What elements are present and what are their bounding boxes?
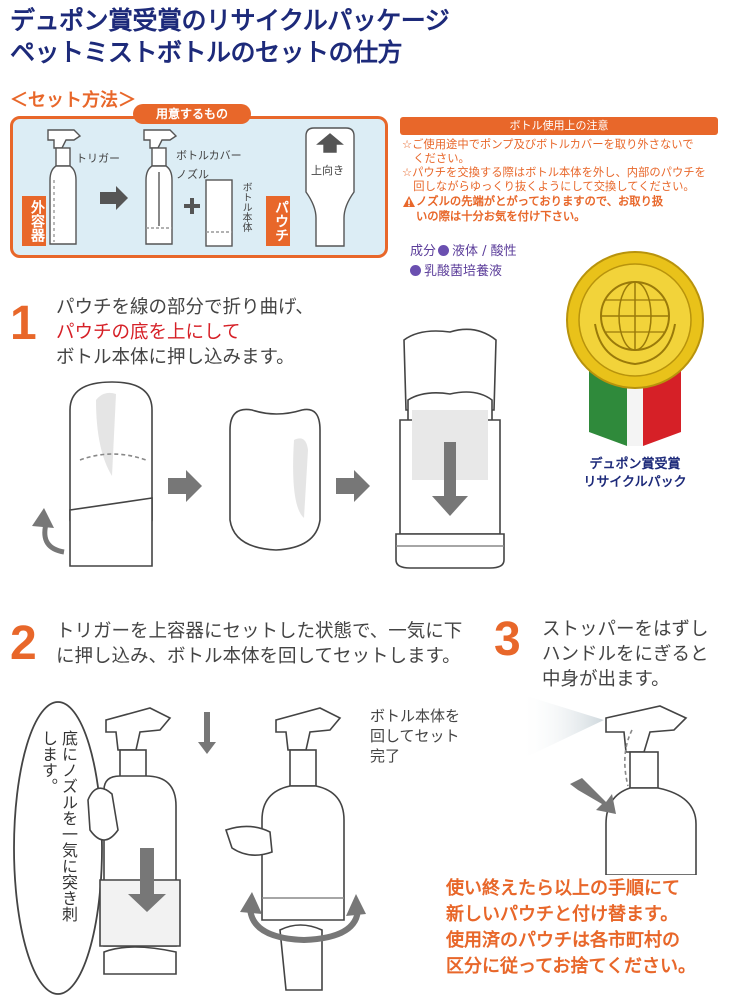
- bubble-text: 底にノズルを一気に突き刺します。: [39, 730, 78, 922]
- bullet-icon: [410, 265, 421, 276]
- rotate-arrow-icon: [240, 892, 366, 944]
- bottle-with-cover-icon: [143, 129, 178, 245]
- bullet-icon: [438, 245, 450, 256]
- step3-illustration: [520, 694, 697, 875]
- step2-line1: トリガーを上容器にセットした状態で、一気に下: [56, 621, 463, 642]
- footer-line2: 新しいパウチと付け替ます。: [446, 904, 679, 925]
- pouch-icon: [305, 127, 355, 247]
- prepare-tag: 用意するもの: [133, 104, 251, 124]
- warning-line: ノズルの先端がとがっておりますので、お取り扱: [416, 195, 664, 208]
- pouch-tag: パウチ: [266, 196, 290, 246]
- arrow-down-icon: [432, 442, 468, 516]
- caution-item: ☆パウチを交換する際はボトル本体を外し、内部のパウチを: [402, 166, 706, 179]
- warning-icon: [403, 196, 415, 207]
- turn-note-line2: 回してセット: [370, 727, 460, 745]
- step1-number: 1: [10, 297, 37, 350]
- outer-container-bottle-icon: [47, 129, 82, 245]
- medal-caption-line2: リサイクルパック: [583, 475, 687, 490]
- step3-line1: ストッパーをはずし: [542, 619, 709, 640]
- medal-icon: [566, 251, 704, 446]
- caution-item: 回しながらゆっくり抜くようにして交換してください。: [402, 180, 695, 193]
- ingredient-line2: 乳酸菌培養液: [410, 260, 502, 279]
- outer-container-tag: 外容器: [22, 196, 46, 246]
- arrow-right-icon: [100, 186, 128, 210]
- step1-line3: ボトル本体に押し込みます。: [56, 347, 295, 368]
- plus-icon: [184, 198, 200, 214]
- page-title-line2: ペットミストボトルのセットの仕方: [10, 38, 403, 67]
- arrow-right-icon: [336, 470, 370, 502]
- trigger-label: トリガー: [76, 152, 120, 165]
- prepare-illustration: [47, 127, 355, 247]
- bottle-turn-icon: [224, 707, 345, 991]
- step1-line1: パウチを線の部分で折り曲げ、: [56, 297, 314, 318]
- bottle-body-icon: [205, 179, 233, 247]
- ingredient-line1: 成分液体 / 酸性: [410, 244, 517, 259]
- pouch-folded-icon: [229, 408, 321, 551]
- step2-number: 2: [10, 617, 37, 670]
- turn-note-line1: ボトル本体を: [370, 707, 461, 725]
- nozzle-label: ノズル: [176, 168, 209, 181]
- footer-line1: 使い終えたら以上の手順にて: [446, 878, 680, 899]
- footer-line3: 使用済のパウチは各市町村の: [446, 930, 680, 951]
- arrow-down-icon: [128, 712, 216, 912]
- caution-item: ください。: [402, 152, 470, 165]
- turn-note-line3: 完了: [370, 747, 401, 765]
- arrow-right-icon: [168, 470, 202, 502]
- step1-illustration: [32, 328, 505, 569]
- speech-bubble: [13, 701, 103, 995]
- step3-line3: 中身が出ます。: [542, 669, 670, 690]
- page-title-line1: デュポン賞受賞のリサイクルパッケージ: [10, 6, 450, 35]
- step1-line2: パウチの底を上にして: [56, 322, 241, 343]
- caution-item: ☆ご使用途中でポンプ及びボトルカバーを取り外さないで: [402, 138, 694, 151]
- spray-bottle-icon: [605, 705, 697, 875]
- medal-caption-line1: デュポン賞受賞: [589, 457, 681, 472]
- footer-line4: 区分に従ってお捨てください。: [446, 956, 697, 977]
- step3-line2: ハンドルをにぎると: [542, 644, 709, 665]
- bottle-body-label: ボトル本体: [240, 182, 251, 232]
- pouch-fold-icon: [69, 381, 153, 567]
- caution-heading: ボトル使用上の注意: [400, 117, 718, 135]
- squeeze-arrow-icon: [570, 778, 616, 814]
- step2-illustration: [13, 701, 366, 995]
- spray-mist: [520, 694, 604, 760]
- warning-line: いの際は十分お気を付け下さい。: [416, 210, 586, 223]
- step2-line2: に押し込み、ボトル本体を回してセットします。: [56, 646, 461, 667]
- step3-number: 3: [494, 613, 521, 666]
- bottle-cover-label: ボトルカバー: [176, 149, 242, 162]
- fold-arrow-icon: [32, 508, 65, 555]
- setup-section-label: ＜セット方法＞: [10, 90, 136, 111]
- upward-label: 上向き: [311, 164, 344, 177]
